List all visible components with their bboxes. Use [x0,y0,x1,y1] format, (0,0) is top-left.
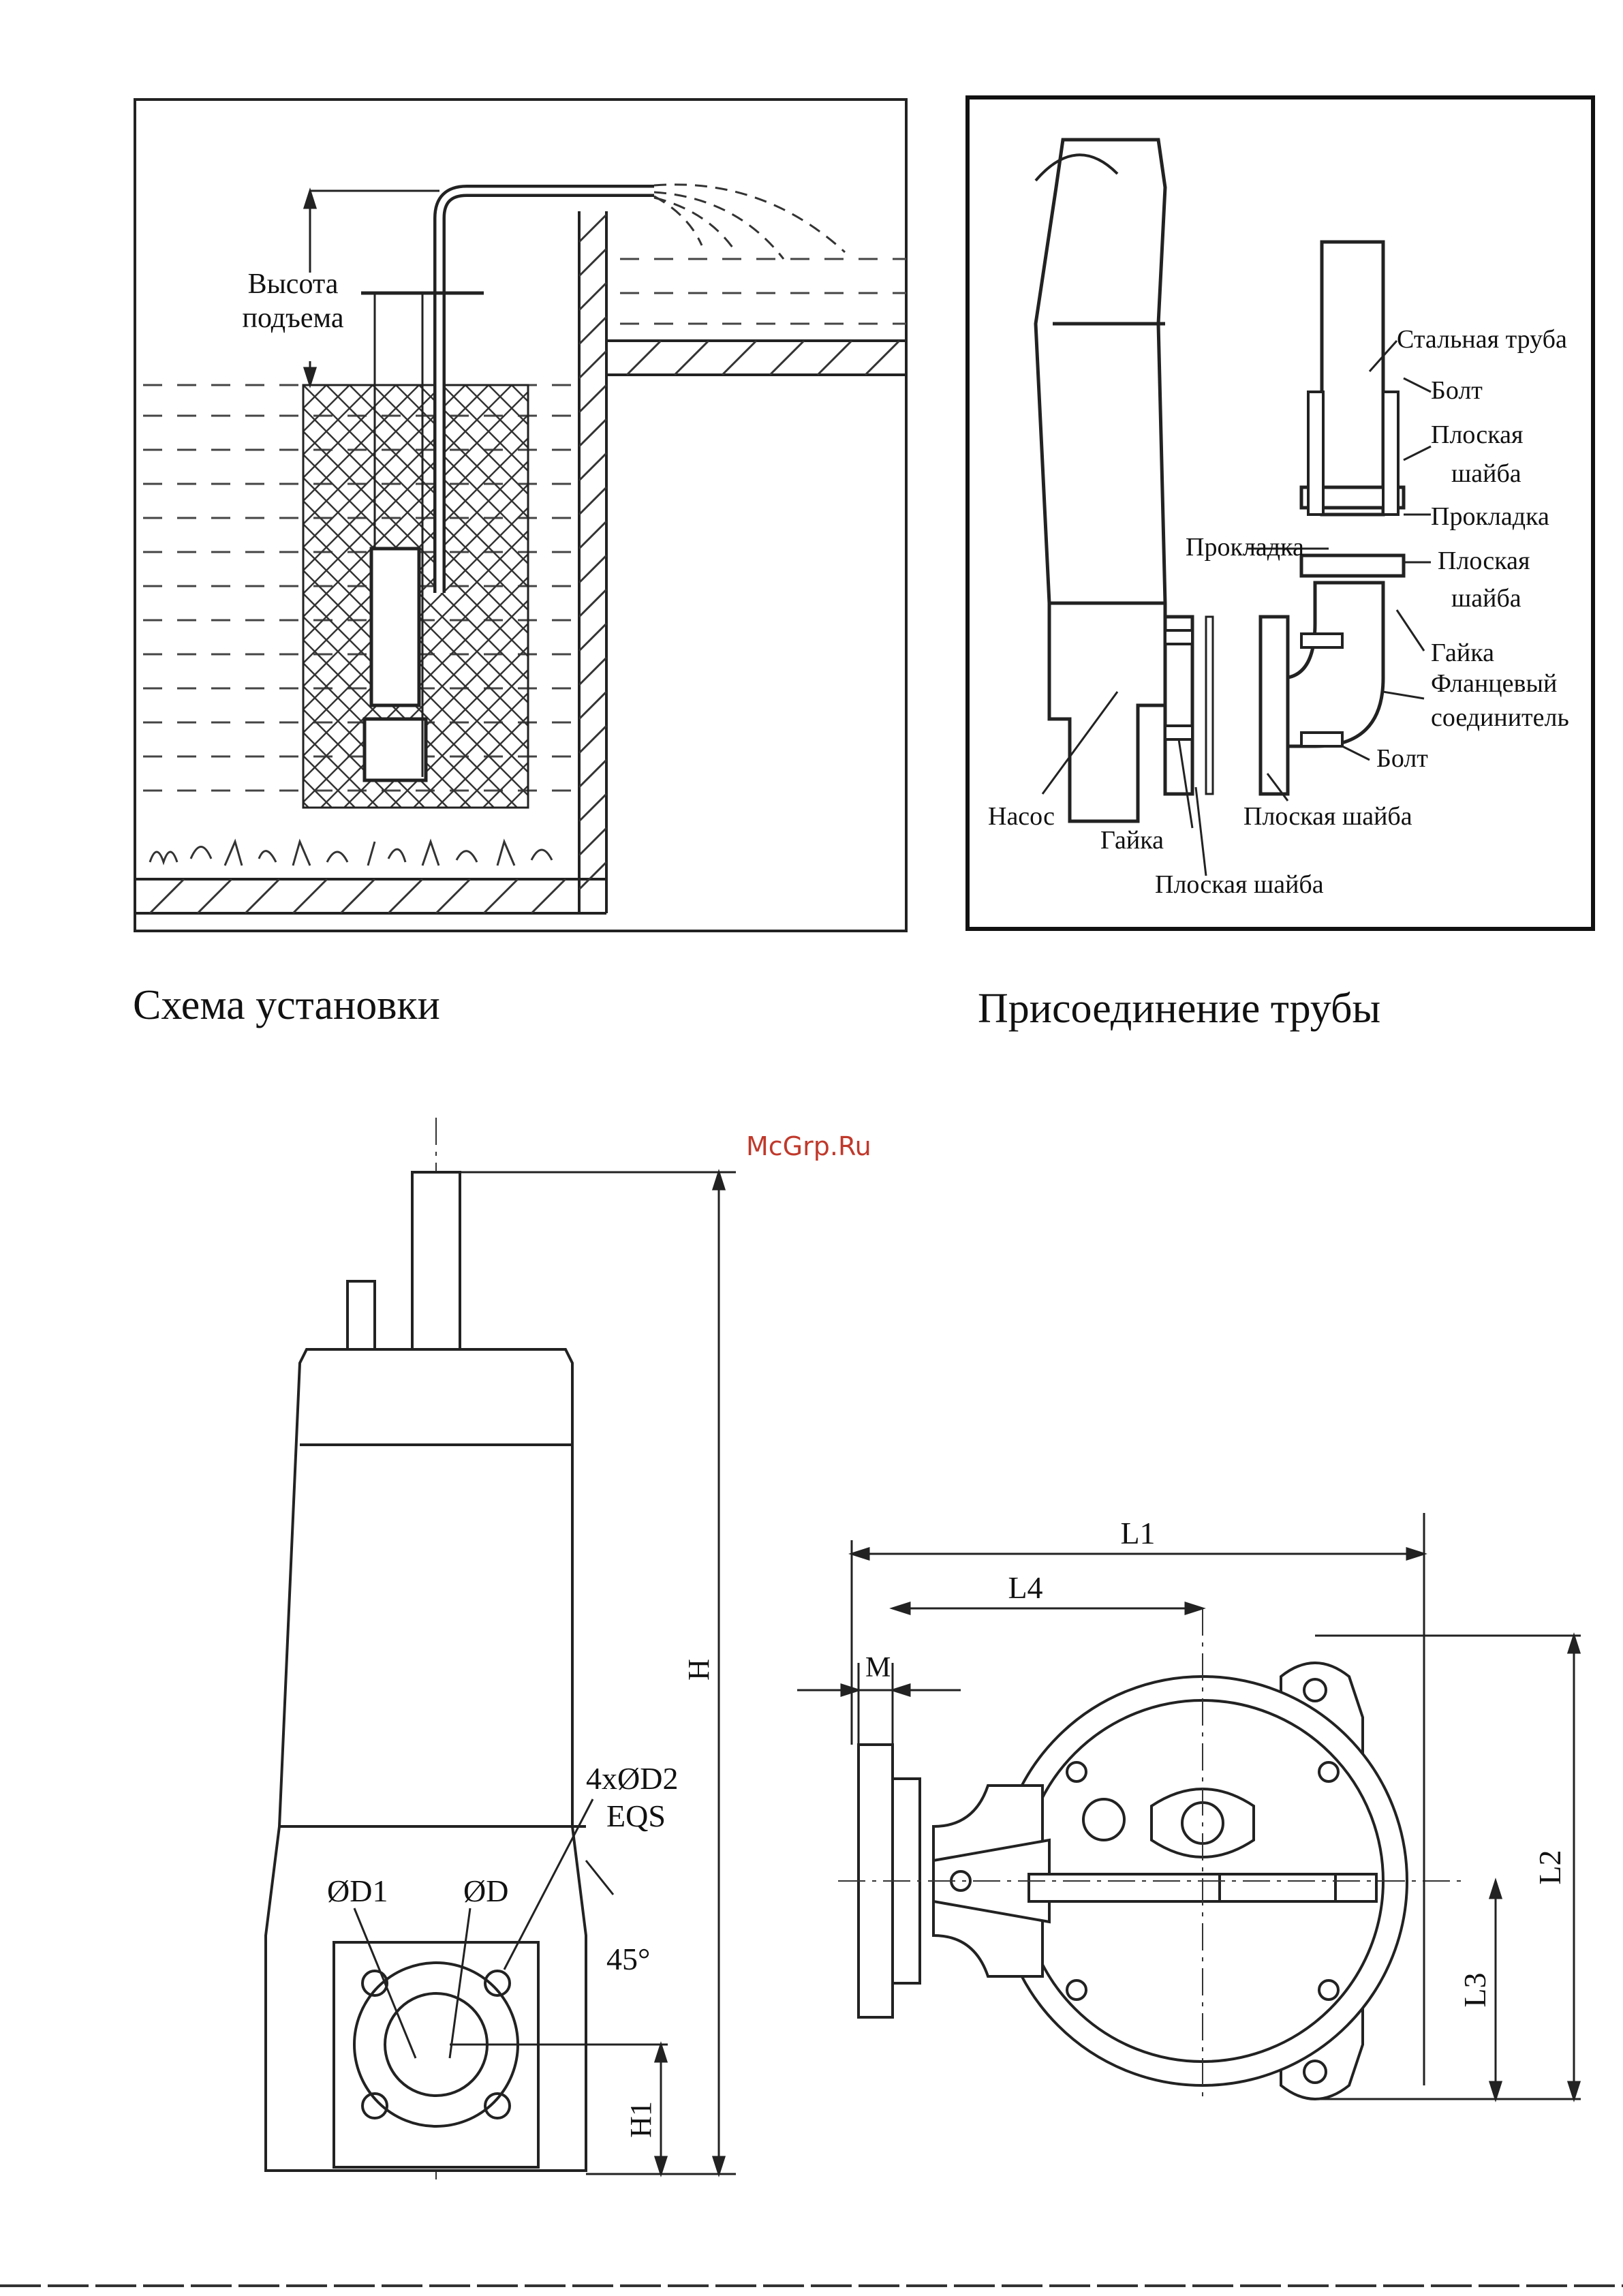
pump-outline [266,1172,586,2171]
label-steel-pipe: Стальная труба [1397,325,1567,354]
dimension-L4 [893,1603,1203,1614]
dim-angle-label: 45° [606,1942,650,1976]
pump-body [1036,140,1192,821]
installation-caption: Схема установки [133,981,440,1030]
gravel [150,842,552,866]
pump-top-view: L1 L4 M L2 L3 [784,1486,1601,2113]
dim-D2-label-1: 4xØD2 [586,1761,678,1796]
bottom-rule [0,2284,1623,2287]
dim-H1-label: H1 [624,2101,658,2138]
dim-L4-label: L4 [1008,1570,1042,1605]
label-flange-connector-1: Фланцевый [1431,669,1557,698]
discharge-stream [654,185,845,259]
dim-H-label: H [682,1659,715,1681]
label-bolt-bottom: Болт [1376,744,1428,773]
label-flat-washer-bottom: Плоская шайба [1243,802,1412,831]
label-flat-washer-top-2: шайба [1451,459,1521,488]
label-flat-washer-lowest: Плоская шайба [1155,870,1324,899]
dim-D-label: ØD [463,1873,508,1908]
label-nut-bottom: Гайка [1100,826,1164,855]
steel-pipe [1206,242,1404,794]
label-flat-washer-mid-2: шайба [1451,584,1521,613]
label-pump: Насос [988,802,1055,831]
dim-L3-label: L3 [1457,1972,1492,2007]
dim-M-label: M [865,1652,891,1683]
dim-D1-label: ØD1 [327,1873,388,1908]
pump-side-view: H H1 ØD1 ØD 4xØD2 EQS 45° [232,1104,777,2188]
label-flat-washer-top-1: Плоская [1431,420,1523,449]
label-gasket-left: Прокладка [1186,533,1304,562]
pipe-connection-caption: Присоединение трубы [978,985,1380,1033]
label-flat-washer-mid-1: Плоская [1438,547,1530,575]
installation-diagram: Высота подъема [129,95,913,940]
label-bolt-top: Болт [1431,376,1483,405]
lift-height-label-1: Высота [248,269,339,300]
label-flange-connector-2: соединитель [1431,703,1569,732]
dim-L2-label: L2 [1532,1850,1567,1884]
label-nut-right: Гайка [1431,639,1494,667]
pipe-connection-diagram: Стальная труба Болт Плоская шайба Прокла… [961,92,1601,937]
label-gasket-right: Прокладка [1431,502,1549,531]
dim-D2-label-2: EQS [606,1798,666,1833]
dim-L1-label: L1 [1120,1516,1155,1550]
lift-height-label-2: подъема [243,303,344,334]
